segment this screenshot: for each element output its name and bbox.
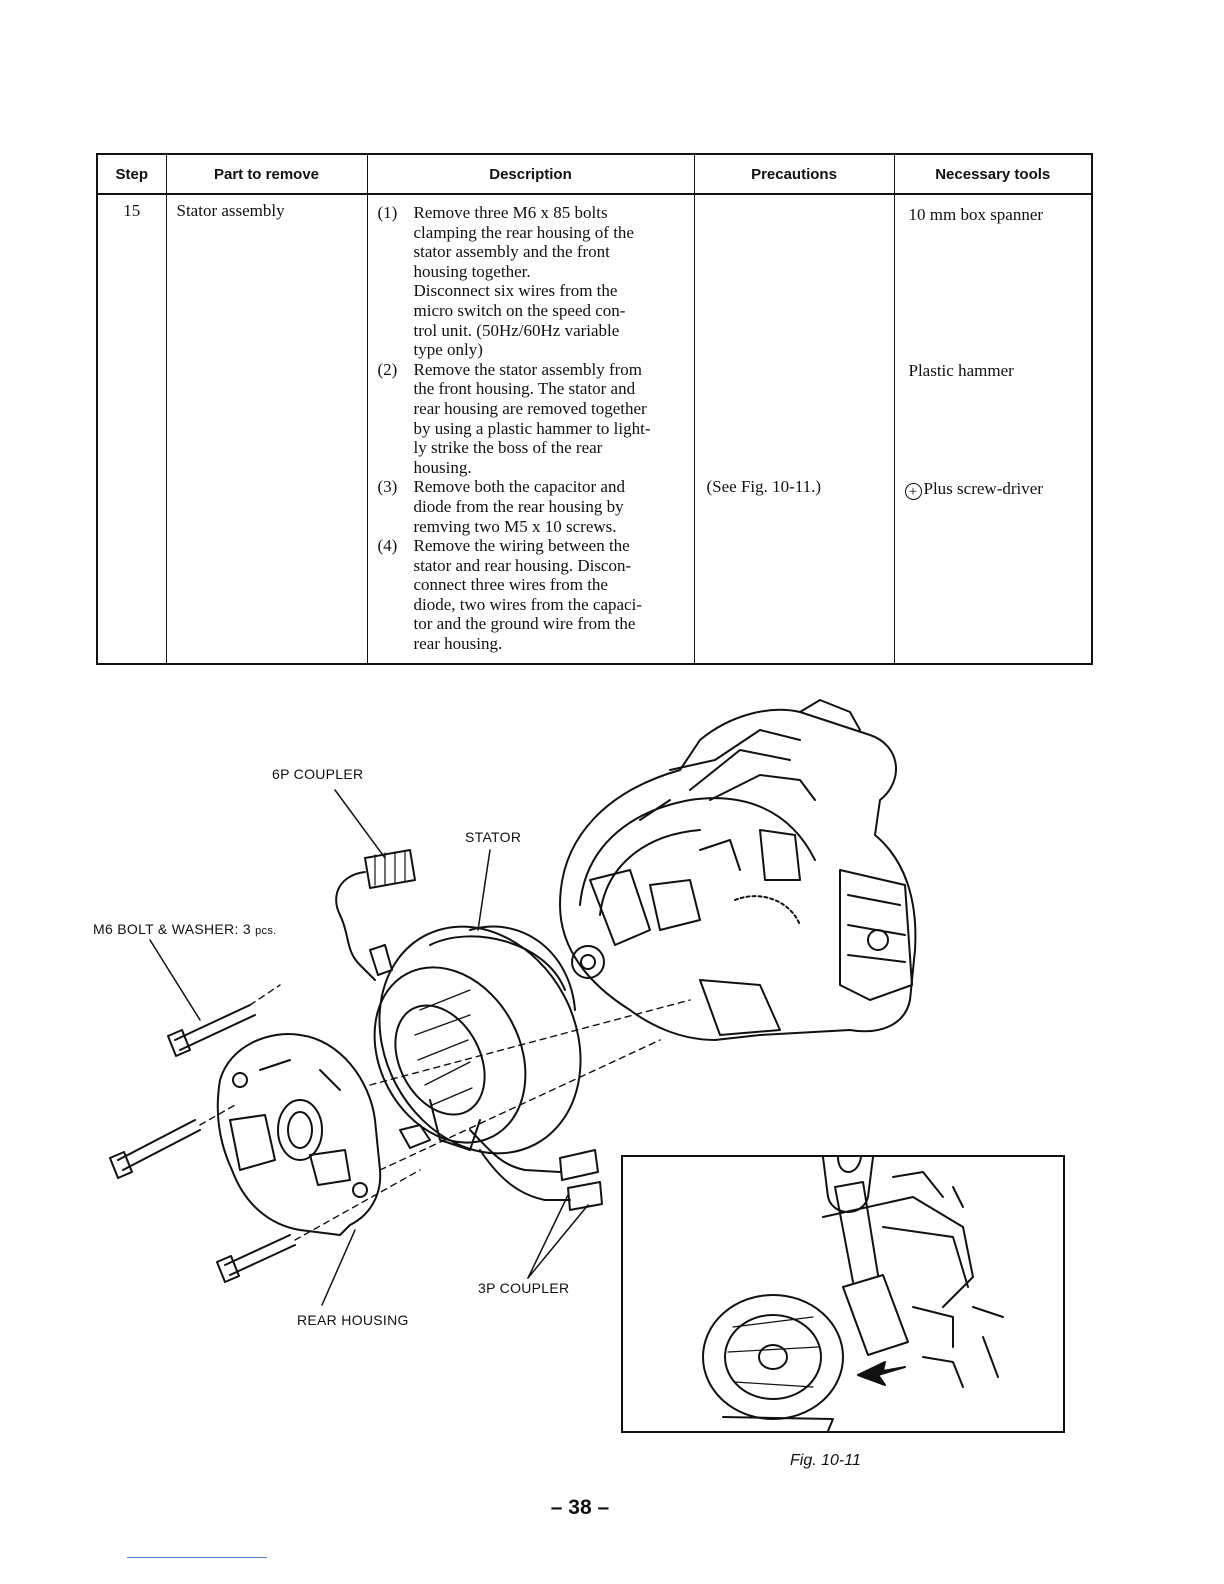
header-step: Step [96, 154, 167, 195]
bolts-drawing [109, 1004, 296, 1283]
description-item: (2) Remove the stator assembly from the f… [378, 360, 688, 478]
item-number: (4) [377, 536, 398, 556]
rear-housing-drawing [216, 1033, 382, 1236]
label-unit: pcs. [255, 925, 277, 937]
coupler-6p-drawing [335, 849, 416, 981]
tool-name: Plus screw-driver [923, 479, 1043, 498]
header-necessary-tools: Necessary tools [893, 154, 1093, 195]
label-3p-coupler: 3P COUPLER [478, 1280, 570, 1296]
step-number: 15 [96, 194, 167, 664]
plus-circle-icon: + [904, 483, 922, 500]
leader-lines [149, 789, 589, 1306]
description-list: (1) Remove three M6 x 85 bolts clamping t… [368, 195, 694, 654]
header-description: Description [366, 154, 695, 195]
tools-cell: 10 mm box spanner Plastic hammer +Plus s… [893, 194, 1093, 664]
item-text: Remove three M6 x 85 bolts clamping the … [413, 203, 634, 360]
inset-photo-hammer [621, 1155, 1065, 1433]
label-stator: STATOR [465, 829, 522, 845]
figure-caption: Fig. 10-11 [790, 1452, 861, 1469]
table-header-row: Step Part to remove Description Precauti… [96, 154, 1093, 195]
description-item: (3) Remove both the capacitor and diode f… [378, 477, 688, 536]
item-text: Remove the stator assembly from the fron… [413, 359, 651, 477]
description-item: (4) Remove the wiring between the stator … [378, 536, 688, 654]
header-part-to-remove: Part to remove [165, 154, 368, 195]
precaution-note: (See Fig. 10-11.) [706, 477, 822, 496]
assembly-guide-lines [199, 984, 691, 1241]
header-precautions: Precautions [693, 154, 895, 195]
label-rear-housing: REAR HOUSING [297, 1312, 409, 1328]
precautions-cell: (See Fig. 10-11.) [693, 194, 895, 664]
table-row: 15 Stator assembly (1) Remove three M6 x … [96, 194, 1093, 664]
label-text: M6 BOLT & WASHER: 3 [93, 921, 251, 937]
item-number: (3) [377, 477, 398, 497]
tool-box-spanner: 10 mm box spanner [908, 205, 1044, 224]
procedure-table: Step Part to remove Description Precauti… [96, 153, 1093, 665]
description-item: (1) Remove three M6 x 85 bolts clamping t… [378, 203, 688, 360]
page-number: – 38 – [550, 1496, 610, 1519]
description-cell: (1) Remove three M6 x 85 bolts clamping t… [366, 194, 695, 664]
tool-plastic-hammer: Plastic hammer [908, 361, 1014, 380]
label-m6-bolt-washer: M6 BOLT & WASHER: 3 pcs. [93, 921, 277, 937]
item-text: Remove the wiring between the stator and… [413, 536, 642, 654]
inset-drawing [702, 1156, 1004, 1432]
part-name: Stator assembly [165, 194, 368, 664]
item-text: Remove both the capacitor and diode from… [413, 477, 625, 536]
coupler-3p-drawing [469, 1129, 603, 1211]
item-number: (1) [377, 203, 398, 222]
label-6p-coupler: 6P COUPLER [272, 766, 364, 782]
footer-divider [127, 1557, 267, 1558]
item-number: (2) [377, 359, 398, 379]
stator-drawing [373, 925, 582, 1155]
engine-front-housing-drawing [559, 699, 917, 1041]
tool-plus-screwdriver: +Plus screw-driver [904, 479, 1043, 500]
